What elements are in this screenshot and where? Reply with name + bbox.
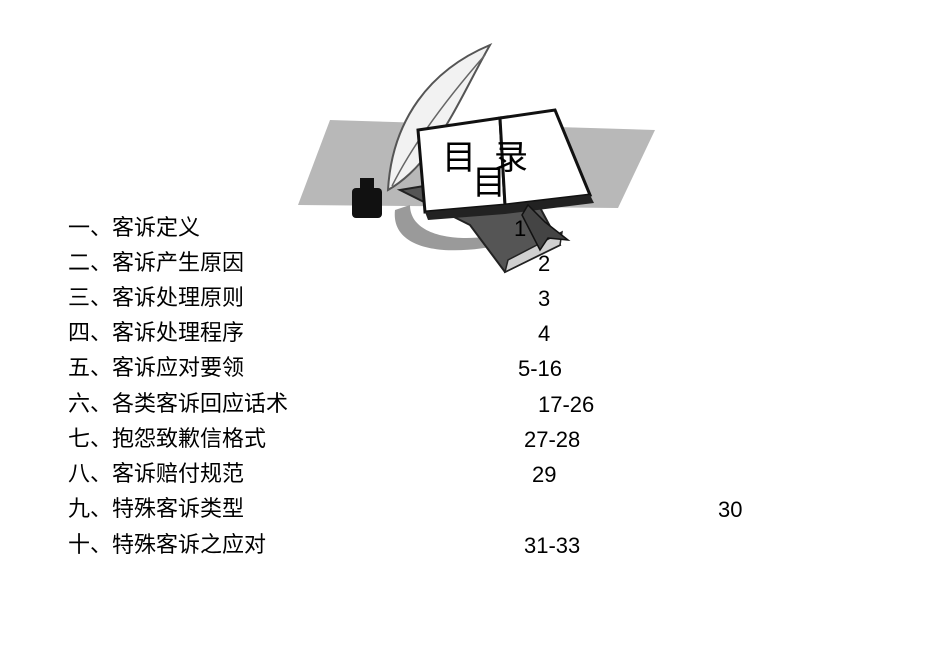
toc-page-number: 2: [538, 251, 551, 276]
toc-title: 二、客诉产生原因: [68, 251, 245, 276]
toc-page-number: 30: [718, 497, 743, 522]
toc-title: 一、客诉定义: [68, 216, 201, 241]
inkwell: [352, 188, 382, 218]
toc-title: 六、各类客诉回应话术: [68, 392, 289, 417]
toc-page-number: 31-33: [524, 533, 581, 558]
toc-page-number: 17-26: [538, 392, 595, 417]
bookmark-ribbon: [521, 203, 571, 252]
toc-title: 七、抱怨致歉信格式: [68, 427, 267, 452]
toc-title: 五、客诉应对要领: [68, 356, 245, 381]
toc-title: 三、客诉处理原则: [68, 286, 245, 311]
page-title-duplicate: 目: [472, 163, 506, 203]
toc-page-number: 1: [514, 216, 527, 241]
toc-page-number: 27-28: [524, 427, 581, 452]
toc-title: 十、特殊客诉之应对: [68, 533, 267, 558]
toc-page-number: 29: [532, 462, 557, 487]
toc-page-number: 3: [538, 286, 551, 311]
toc-title: 九、特殊客诉类型: [68, 497, 245, 522]
page-title: 目录: [442, 138, 546, 178]
toc-page-number: 4: [538, 321, 551, 346]
toc-title: 八、客诉赔付规范: [68, 462, 245, 487]
toc-page-number: 5-16: [518, 356, 563, 381]
toc-title: 四、客诉处理程序: [68, 321, 245, 346]
